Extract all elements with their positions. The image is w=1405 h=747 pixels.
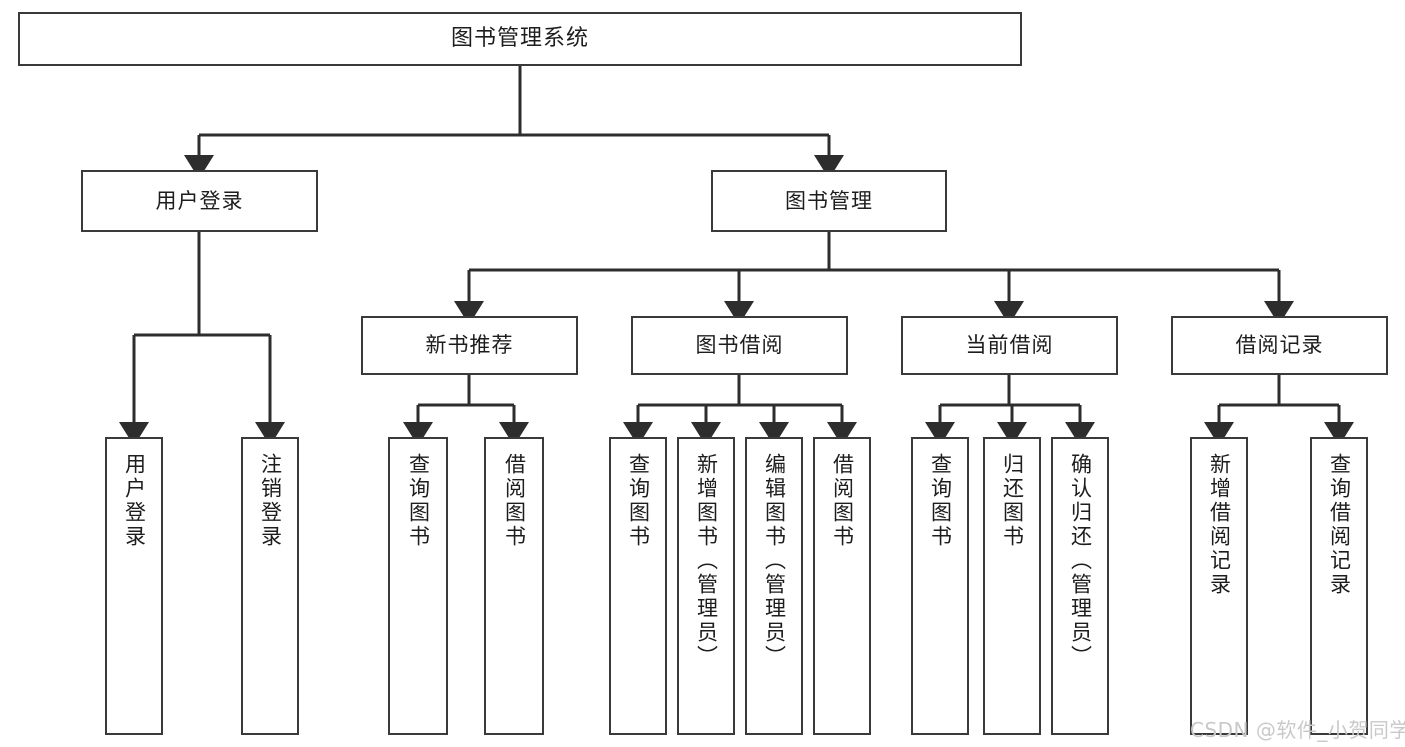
watermark: CSDN @软件_小贺同学 xyxy=(1190,718,1405,742)
node-level3-book-borrow[interactable]: 图书借阅 xyxy=(631,316,848,375)
leaf-logout[interactable]: 注销登录 xyxy=(241,437,299,735)
node-label: 查询图书 xyxy=(406,453,431,549)
leaf-add-book-admin[interactable]: 新增图书（管理员） xyxy=(677,437,735,735)
node-label: 图书借阅 xyxy=(695,333,784,358)
leaf-edit-book-admin[interactable]: 编辑图书（管理员） xyxy=(745,437,803,735)
node-label: 借阅图书 xyxy=(502,453,527,549)
node-label: 查询图书 xyxy=(928,453,953,549)
node-label: 图书管理系统 xyxy=(450,26,589,52)
node-level2-user-login[interactable]: 用户登录 xyxy=(81,170,318,232)
leaf-query-book-borrow[interactable]: 查询图书 xyxy=(609,437,667,735)
node-level3-new-book-recommend[interactable]: 新书推荐 xyxy=(361,316,578,375)
leaf-return-book[interactable]: 归还图书 xyxy=(983,437,1041,735)
leaf-confirm-return-admin[interactable]: 确认归还（管理员） xyxy=(1051,437,1109,735)
node-label: 用户登录 xyxy=(122,453,147,549)
node-level3-current-borrow[interactable]: 当前借阅 xyxy=(901,316,1118,375)
node-label: 归还图书 xyxy=(1000,453,1025,549)
node-label: 新增图书（管理员） xyxy=(694,453,719,669)
node-label: 编辑图书（管理员） xyxy=(762,453,787,669)
node-level3-borrow-record[interactable]: 借阅记录 xyxy=(1171,316,1388,375)
leaf-query-book-new[interactable]: 查询图书 xyxy=(388,437,448,735)
node-label: 查询借阅记录 xyxy=(1327,453,1352,597)
leaf-borrow-book[interactable]: 借阅图书 xyxy=(813,437,871,735)
node-label: 确认归还（管理员） xyxy=(1068,453,1093,669)
node-level2-book-management[interactable]: 图书管理 xyxy=(711,170,947,232)
leaf-query-book-current[interactable]: 查询图书 xyxy=(911,437,969,735)
leaf-user-login[interactable]: 用户登录 xyxy=(105,437,163,735)
node-label: 借阅图书 xyxy=(830,453,855,549)
node-label: 借阅记录 xyxy=(1235,333,1324,358)
node-root[interactable]: 图书管理系统 xyxy=(18,12,1022,66)
node-label: 注销登录 xyxy=(258,453,283,549)
leaf-query-borrow-record[interactable]: 查询借阅记录 xyxy=(1310,437,1368,735)
node-label: 用户登录 xyxy=(155,188,244,213)
node-label: 当前借阅 xyxy=(965,333,1054,358)
leaf-add-borrow-record[interactable]: 新增借阅记录 xyxy=(1190,437,1248,735)
node-label: 新书推荐 xyxy=(425,333,514,358)
node-label: 新增借阅记录 xyxy=(1207,453,1232,597)
node-label: 查询图书 xyxy=(626,453,651,549)
leaf-borrow-book-new[interactable]: 借阅图书 xyxy=(484,437,544,735)
node-label: 图书管理 xyxy=(785,188,873,213)
